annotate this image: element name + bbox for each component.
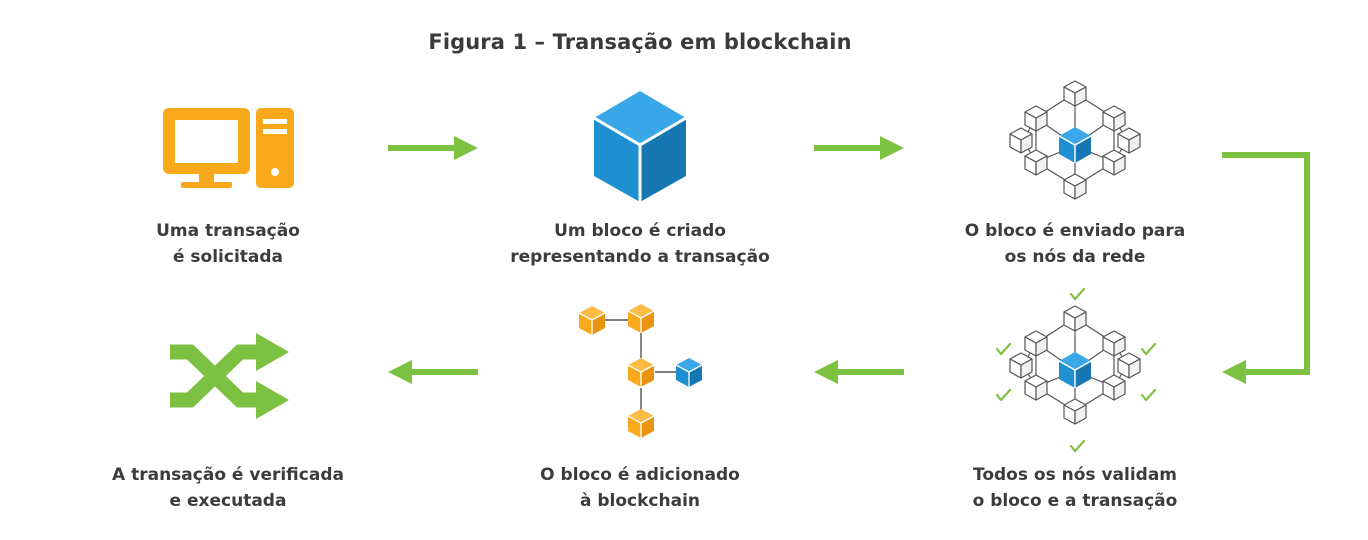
network-icon bbox=[1010, 81, 1140, 199]
page-title: Figura 1 – Transação em blockchain bbox=[428, 30, 852, 54]
arrow-3-to-4 bbox=[1222, 152, 1310, 384]
arrow-4-to-5 bbox=[814, 360, 904, 384]
arrow-2-to-3 bbox=[814, 136, 904, 160]
cube-icon bbox=[593, 91, 687, 202]
chain-icon bbox=[578, 303, 703, 439]
computer-icon bbox=[163, 108, 294, 188]
check-icon bbox=[1140, 388, 1157, 402]
check-icon bbox=[995, 342, 1012, 356]
check-icon bbox=[1069, 287, 1086, 301]
validated-network-icon bbox=[995, 287, 1157, 453]
arrow-1-to-2 bbox=[388, 136, 478, 160]
check-icon bbox=[995, 388, 1012, 402]
shuffle-icon bbox=[170, 333, 289, 419]
arrow-5-to-6 bbox=[388, 360, 478, 384]
check-icon bbox=[1069, 439, 1086, 453]
check-icon bbox=[1140, 342, 1157, 356]
